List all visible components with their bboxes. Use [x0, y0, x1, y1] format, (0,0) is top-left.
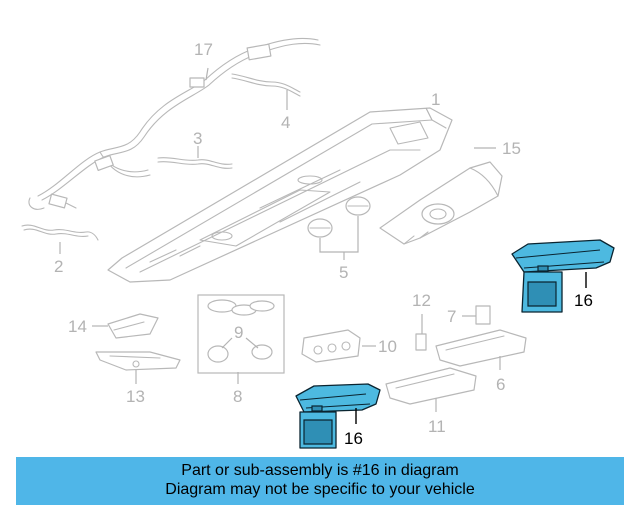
dome-lights-part — [307, 196, 371, 238]
callout-17: 17 — [194, 40, 213, 59]
banner-line-disclaimer: Diagram may not be specific to your vehi… — [165, 481, 475, 498]
callout-15: 15 — [502, 139, 521, 158]
wire-part-3 — [157, 157, 233, 169]
wiring-harness-part — [28, 37, 321, 210]
callout-10: 10 — [378, 337, 397, 356]
callout-2: 2 — [54, 257, 63, 276]
lamp-group-part-8 — [197, 294, 285, 374]
callout-1: 1 — [431, 90, 440, 109]
highlighted-part-16-lower — [295, 383, 381, 449]
callout-3: 3 — [193, 129, 202, 148]
wire-part-4 — [231, 73, 301, 97]
callout-6: 6 — [496, 375, 505, 394]
wire-part-2 — [21, 224, 99, 241]
switch-panel-part-10 — [301, 329, 361, 363]
callout-4: 4 — [281, 113, 290, 132]
callout-labels: 1 17 4 3 2 15 5 14 13 9 8 10 12 7 6 11 1… — [54, 40, 593, 448]
clip-part-7 — [475, 305, 491, 325]
callout-14: 14 — [68, 317, 87, 336]
callout-7: 7 — [447, 307, 456, 326]
callout-12: 12 — [412, 291, 431, 310]
banner-line-part: Part or sub-assembly is #16 in diagram — [181, 462, 459, 479]
parts-diagram: 1 17 4 3 2 15 5 14 13 9 8 10 12 7 6 11 1… — [21, 37, 615, 449]
trim-panel-part-13 — [95, 351, 181, 371]
callout-8: 8 — [233, 387, 242, 406]
overhead-console-part-6 — [435, 329, 527, 367]
callout-11: 11 — [428, 417, 446, 436]
overhead-console-part-11 — [385, 367, 477, 405]
console-trim-part — [379, 161, 503, 245]
leader-lines — [59, 67, 587, 424]
info-banner: Part or sub-assembly is #16 in diagram D… — [16, 457, 624, 505]
callout-13: 13 — [126, 387, 145, 406]
callout-5: 5 — [339, 263, 348, 282]
callout-9: 9 — [234, 323, 243, 342]
bracket-part-14 — [107, 313, 159, 339]
highlighted-part-16-upper — [511, 239, 615, 313]
callout-16-upper: 16 — [574, 291, 593, 310]
callout-16-lower: 16 — [344, 429, 363, 448]
clip-part-12 — [415, 333, 427, 351]
headliner-part — [107, 107, 453, 283]
